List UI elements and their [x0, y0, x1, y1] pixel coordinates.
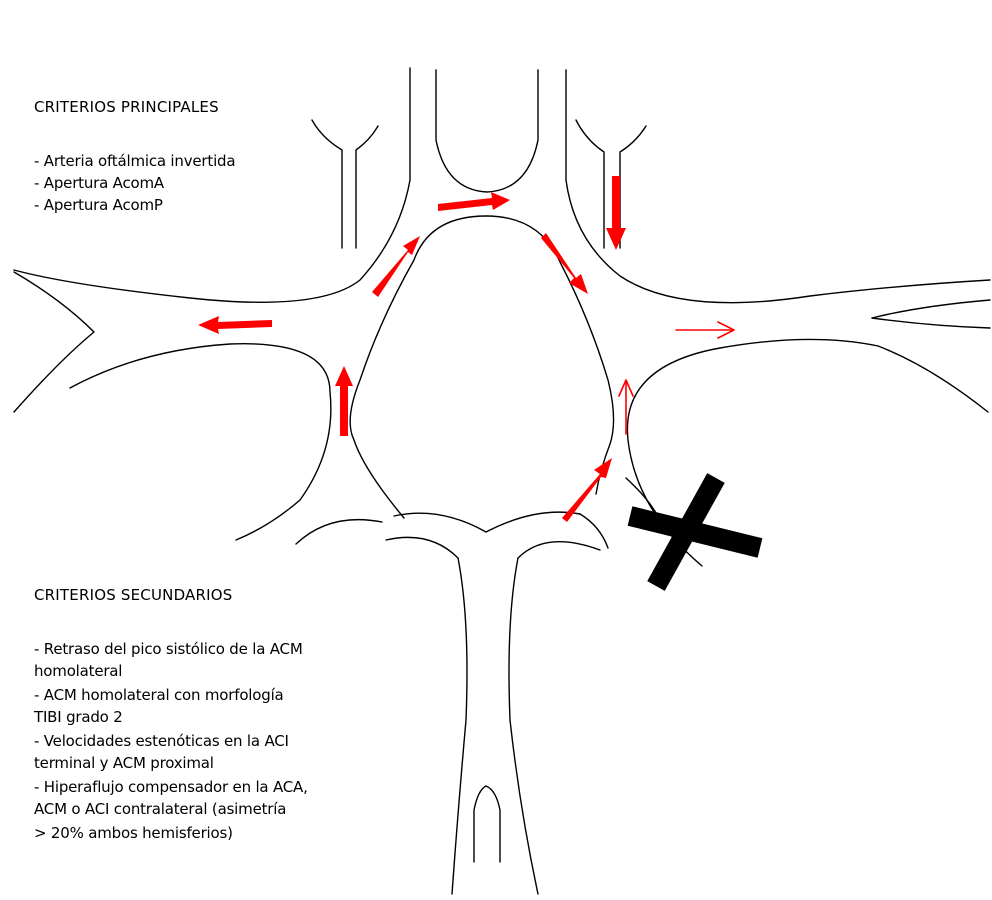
right-branch-lower — [878, 346, 988, 412]
left-ophthalmic-inner — [356, 126, 378, 248]
thin-arrow-right-mca — [676, 322, 734, 338]
secondary-criteria-line: - Hiperaflujo compensador en la ACA, — [34, 776, 308, 798]
primary-criteria-item: - Apertura AcomP — [34, 194, 163, 216]
primary-criteria-item: - Arteria oftálmica invertida — [34, 150, 235, 172]
central-upper-loop — [436, 70, 538, 192]
lower-inner-left — [386, 537, 458, 558]
secondary-criteria-line: - ACM homolateral con morfología — [34, 684, 284, 706]
right-lower-stub — [580, 514, 608, 548]
primary-criteria-item: - Apertura AcomA — [34, 172, 164, 194]
secondary-criteria-line: - Retraso del pico sistólico de la ACM — [34, 638, 303, 660]
left-ophthalmic-outer — [312, 120, 342, 248]
secondary-criteria-line: terminal y ACM proximal — [34, 752, 214, 774]
secondary-criteria-line: ACM o ACI contralateral (asimetría — [34, 798, 286, 820]
flow-arrow-left-mca — [198, 316, 272, 334]
bottom-arc-left — [394, 513, 486, 532]
secondary-criteria-line: > 20% ambos hemisferios) — [34, 822, 233, 844]
flow-arrow-right-aca-down — [541, 233, 588, 294]
flow-arrow-acoma — [438, 192, 510, 211]
inner-circle-right — [486, 216, 614, 494]
secondary-criteria-line: TIBI grado 2 — [34, 706, 123, 728]
thin-flow-arrows — [619, 322, 734, 434]
secondary-criteria-title: CRITERIOS SECUNDARIOS — [34, 584, 233, 606]
upper-right-contour — [566, 70, 990, 303]
basilar-right-wall — [509, 558, 538, 894]
flow-arrows — [198, 176, 626, 522]
flow-arrow-left-aca-up — [372, 236, 420, 297]
left-lower-contour — [70, 344, 331, 540]
lower-inner-right — [518, 542, 600, 558]
occlusion-cross — [630, 478, 760, 586]
flow-arrow-ophthalmic-down — [606, 176, 626, 250]
secondary-criteria-line: - Velocidades estenóticas en la ACI — [34, 730, 289, 752]
inner-circle-left — [350, 216, 486, 518]
left-notch — [14, 272, 94, 412]
right-branch-mid — [872, 318, 990, 328]
basilar-left-wall — [452, 558, 467, 894]
left-lower-branch-a — [296, 520, 382, 544]
secondary-criteria-line: homolateral — [34, 660, 122, 682]
right-branch-upper — [872, 300, 990, 318]
primary-criteria-title: CRITERIOS PRINCIPALES — [34, 96, 219, 118]
flow-arrow-right-pcom-up — [562, 458, 612, 522]
vertebral-split — [474, 786, 500, 862]
